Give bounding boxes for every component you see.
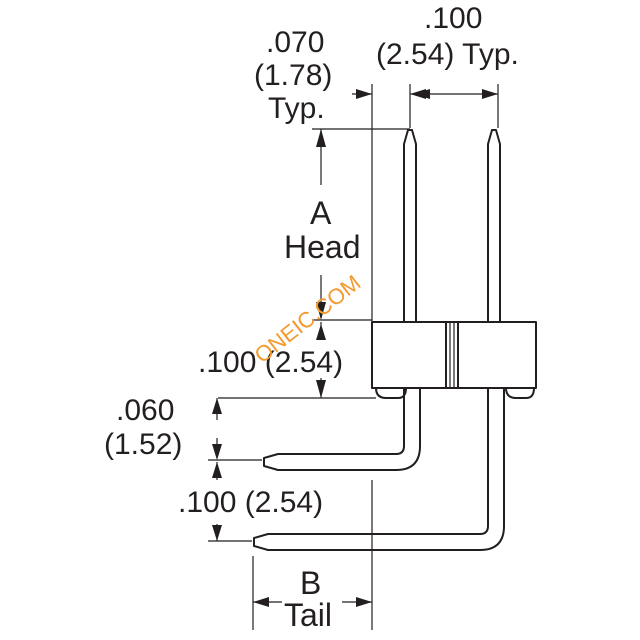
pitch-top-mm-typ: (2.54) Typ. bbox=[376, 38, 519, 71]
head-word: Head bbox=[284, 229, 361, 265]
pin-tail-short bbox=[263, 387, 421, 471]
thickness-inch: .070 bbox=[266, 26, 324, 59]
pin-head-right bbox=[487, 129, 501, 323]
tail-spacing-label: .100 (2.54) bbox=[178, 486, 323, 519]
tail-letter: B bbox=[300, 565, 321, 601]
pin-head-left bbox=[403, 129, 417, 323]
pin-tail-long bbox=[253, 387, 505, 551]
header-part-outline bbox=[253, 129, 537, 551]
dimension-lines bbox=[208, 84, 499, 630]
standoff-left bbox=[375, 387, 407, 399]
offset-inch: .060 bbox=[116, 394, 174, 427]
head-letter: A bbox=[310, 195, 332, 231]
thickness-mm: (1.78) bbox=[254, 59, 332, 92]
thickness-typ: Typ. bbox=[268, 92, 325, 125]
standoff-right bbox=[505, 387, 535, 399]
dimension-labels: .100 (2.54) Typ. .070 (1.78) Typ. A Head… bbox=[104, 2, 519, 633]
pitch-top-inch: .100 bbox=[424, 2, 482, 35]
tail-word: Tail bbox=[284, 597, 332, 633]
row-spacing-label: .100 (2.54) bbox=[198, 346, 343, 379]
offset-mm: (1.52) bbox=[104, 428, 182, 461]
